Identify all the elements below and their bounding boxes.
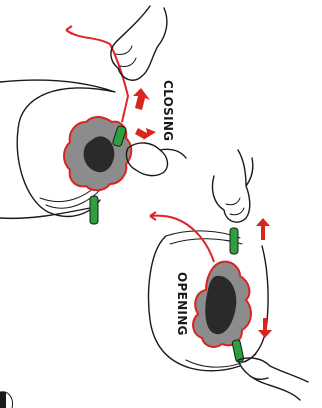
closing-panel: CLOSING	[0, 6, 186, 224]
left-edge-mark	[0, 392, 6, 408]
opening-toggle-upper	[230, 228, 238, 254]
closing-arrow-up	[133, 88, 150, 110]
opening-panel: OPENING	[0, 150, 308, 408]
closing-cord	[66, 26, 128, 122]
closing-toggle-lower	[90, 196, 98, 224]
opening-arrow-up	[256, 218, 270, 240]
opening-arrow-down	[258, 318, 272, 338]
opening-label: OPENING	[175, 272, 189, 336]
opening-cord	[150, 212, 214, 262]
opening-hand-lower	[238, 358, 308, 400]
opening-bag-base	[0, 354, 256, 408]
opening-hand-upper-fingers	[226, 198, 244, 215]
opening-hand-upper	[212, 150, 252, 222]
closing-arrow-down	[135, 128, 156, 142]
closing-label: CLOSING	[161, 80, 175, 141]
closing-hand-lower	[126, 143, 186, 176]
